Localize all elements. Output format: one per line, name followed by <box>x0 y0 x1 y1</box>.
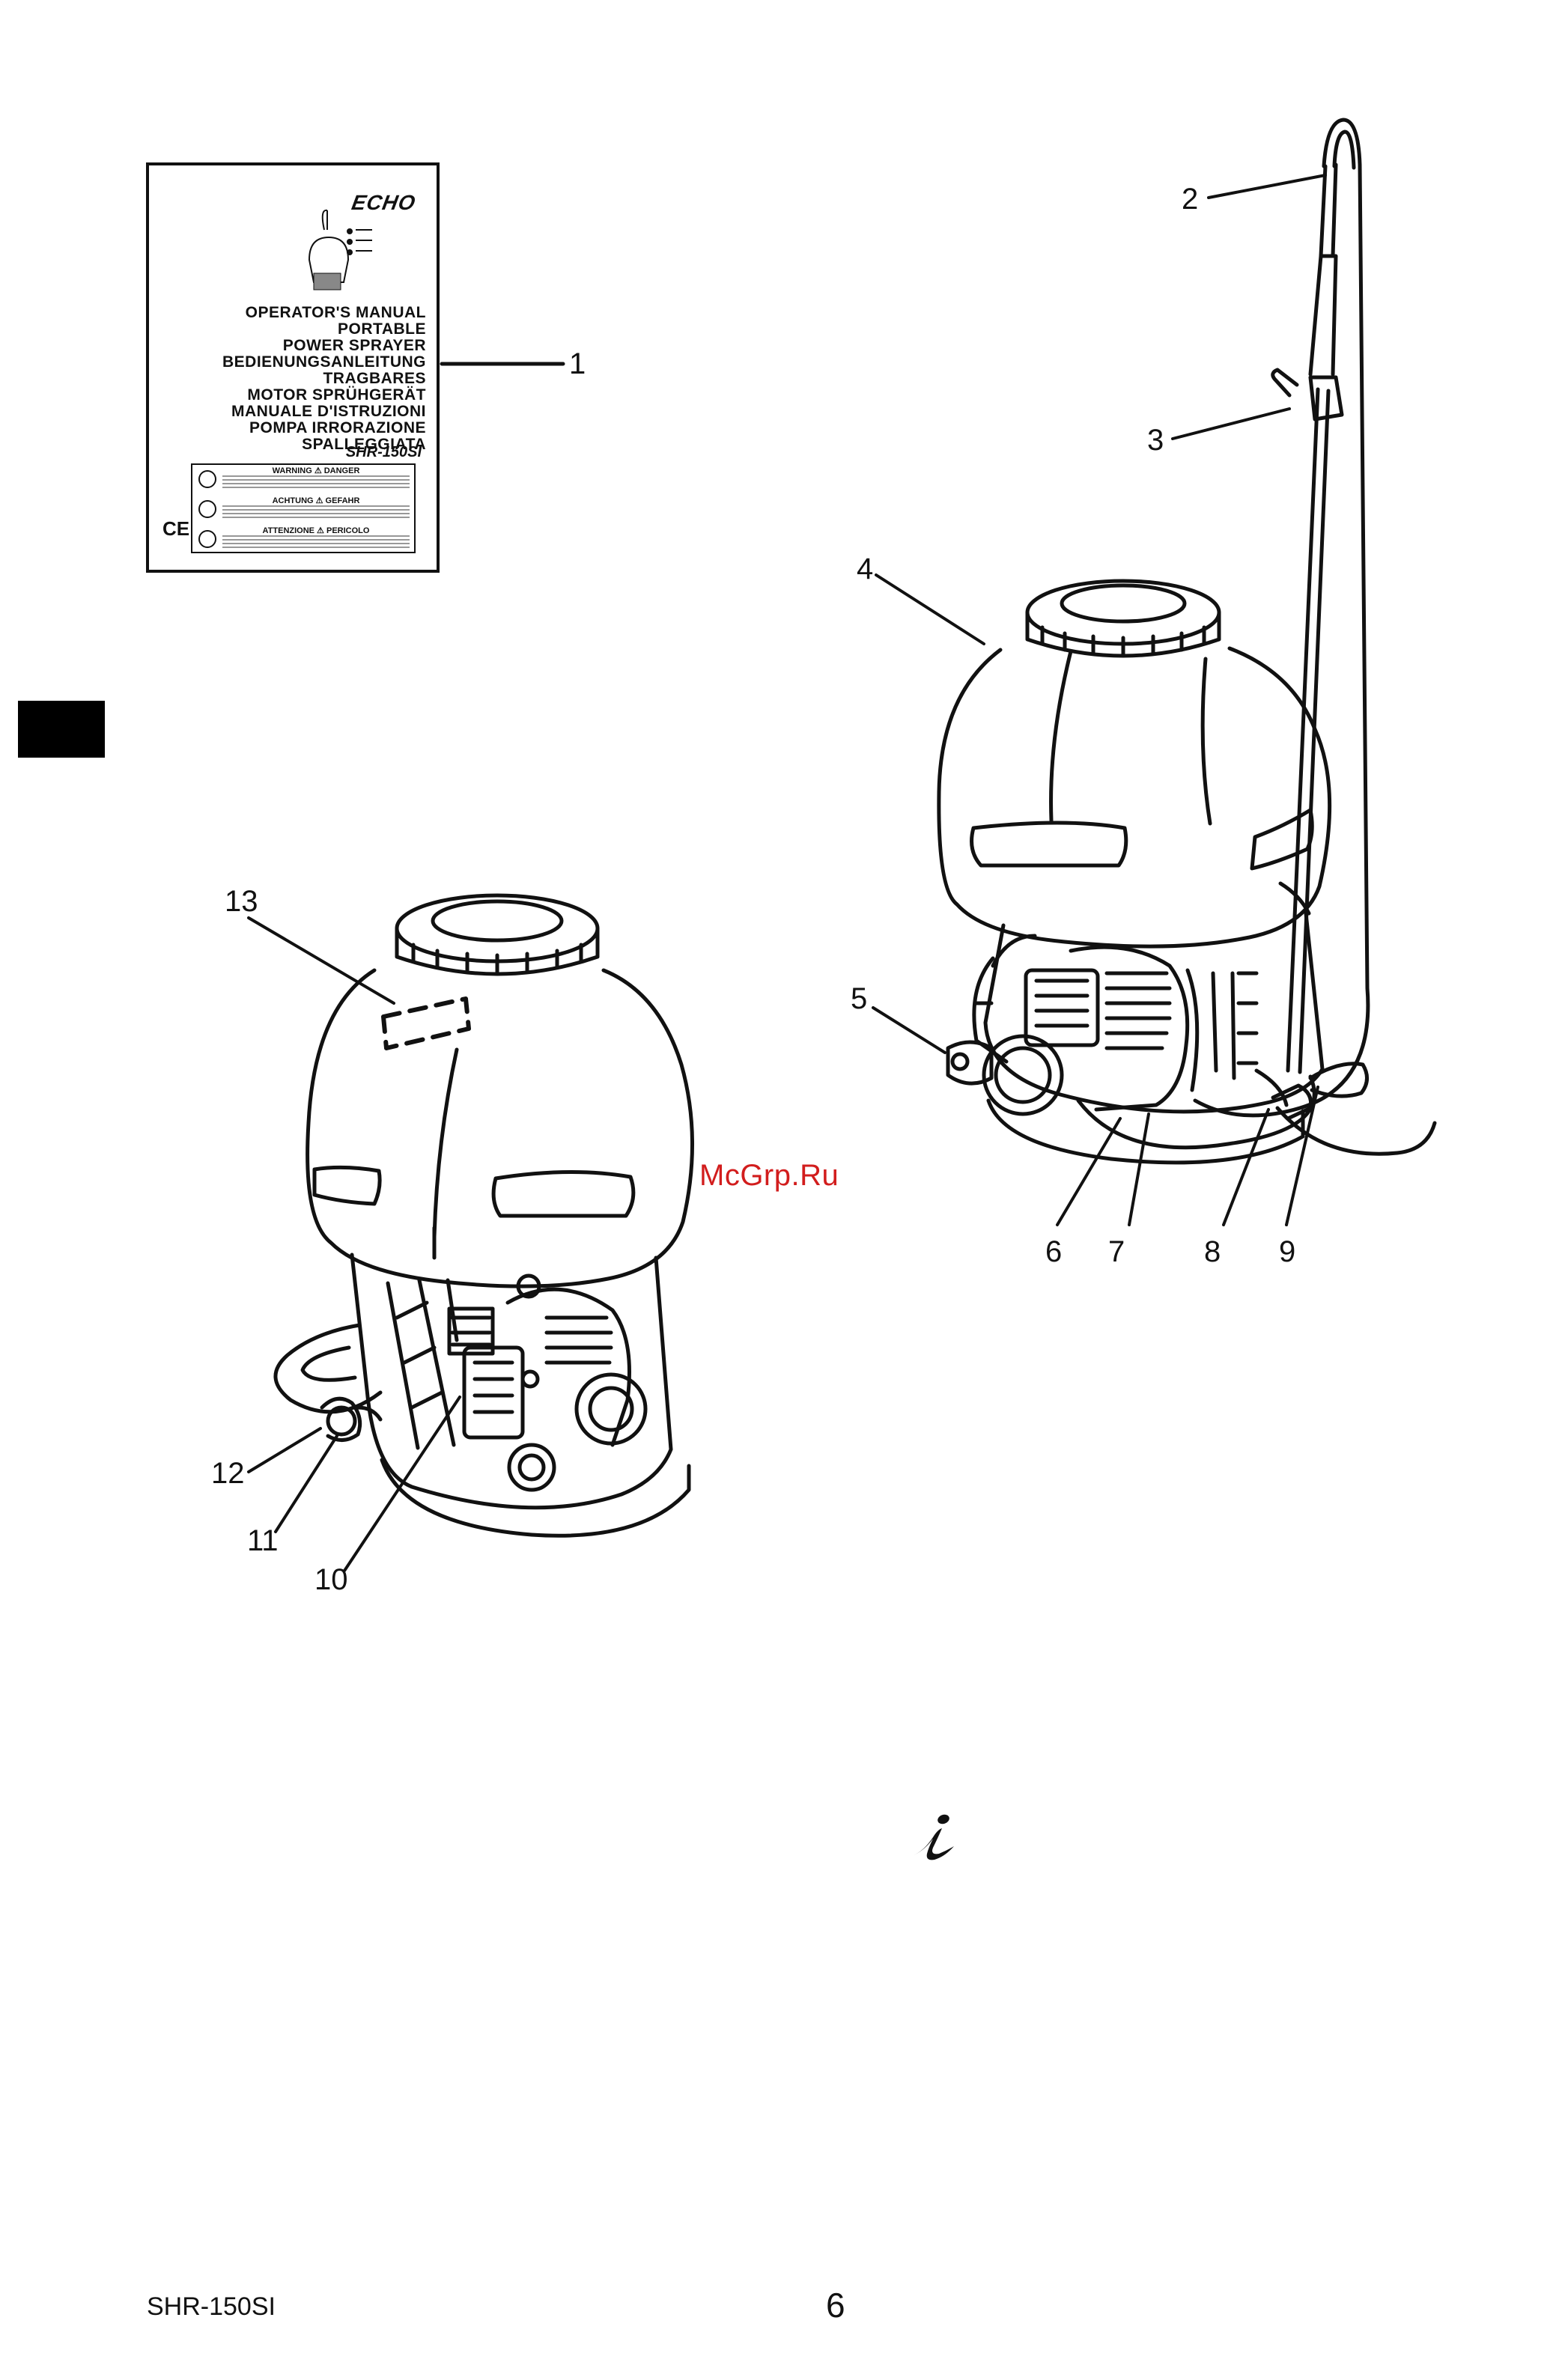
callout-5: 5 <box>851 984 867 1014</box>
callout-13: 13 <box>225 886 258 916</box>
sprayer-left-drawing <box>276 895 693 1536</box>
watermark: McGrp.Ru <box>699 1159 839 1193</box>
page-number: 6 <box>826 2285 845 2325</box>
callout-8: 8 <box>1204 1237 1221 1267</box>
callout-9: 9 <box>1279 1237 1295 1267</box>
callout-7: 7 <box>1108 1237 1125 1267</box>
callout-3: 3 <box>1147 425 1164 455</box>
callout-2: 2 <box>1182 184 1198 214</box>
callout-12: 12 <box>211 1458 245 1488</box>
callout-10: 10 <box>314 1565 348 1595</box>
sprayer-right-drawing <box>939 120 1435 1163</box>
footer-model: SHR-150SI <box>147 2292 276 2322</box>
callout-6: 6 <box>1045 1237 1062 1267</box>
callout-4: 4 <box>857 554 873 584</box>
callout-1: 1 <box>569 349 586 379</box>
callout-11: 11 <box>247 1526 279 1556</box>
info-i-icon <box>908 1812 960 1864</box>
